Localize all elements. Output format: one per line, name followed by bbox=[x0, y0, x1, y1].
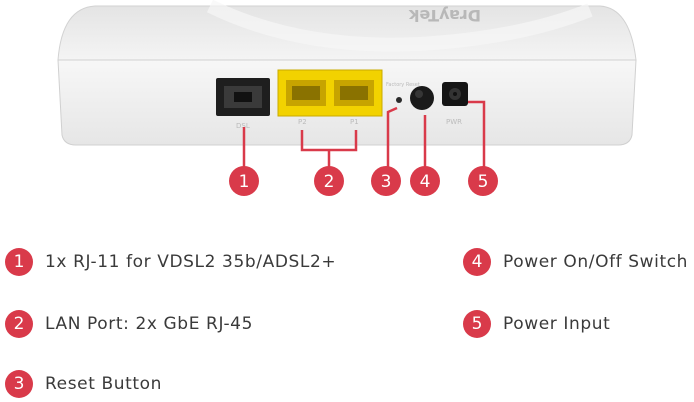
router-rear-panel-illustration: DrayTek DSL P2 P1 Factory Reset PWR bbox=[57, 0, 637, 196]
reset-pinhole bbox=[396, 97, 402, 103]
router-top-highlight bbox=[206, 0, 593, 52]
legend-badge-4: 4 bbox=[463, 248, 491, 276]
callout-number-5: 5 bbox=[478, 172, 489, 192]
legend-item-1: 1 1x RJ-11 for VDSL2 35b/ADSL2+ bbox=[5, 246, 336, 278]
legend-item-3: 3 Reset Button bbox=[5, 368, 162, 400]
legend-badge-5: 5 bbox=[463, 310, 491, 338]
router-top-shell bbox=[57, 5, 637, 61]
callout-number-3: 3 bbox=[381, 172, 392, 192]
callout-badge-1 bbox=[229, 166, 259, 196]
legend-item-2: 2 LAN Port: 2x GbE RJ-45 bbox=[5, 308, 253, 340]
legend-badge-1: 1 bbox=[5, 248, 33, 276]
callout-number-1: 1 bbox=[239, 172, 250, 192]
legend-item-5: 5 Power Input bbox=[463, 308, 610, 340]
legend-item-4: 4 Power On/Off Switch bbox=[463, 246, 688, 278]
brand-logo: DrayTek bbox=[408, 6, 481, 25]
callout-badges bbox=[229, 166, 498, 196]
callout-badge-2 bbox=[314, 166, 344, 196]
power-switch bbox=[410, 86, 434, 110]
callout-number-2: 2 bbox=[324, 172, 335, 192]
legend-text-1: 1x RJ-11 for VDSL2 35b/ADSL2+ bbox=[45, 252, 337, 272]
callout-leaders bbox=[242, 100, 486, 168]
factory-reset-label: Factory Reset bbox=[386, 82, 420, 88]
lan-p2-label: P2 bbox=[298, 118, 307, 126]
legend-badge-2: 2 bbox=[5, 310, 33, 338]
legend-text-5: Power Input bbox=[503, 314, 611, 334]
power-label: PWR bbox=[446, 118, 462, 126]
lan-p1-label: P1 bbox=[350, 118, 359, 126]
callout-number-4: 4 bbox=[420, 172, 431, 192]
leader-2 bbox=[300, 130, 358, 168]
leader-3 bbox=[386, 106, 398, 168]
callout-badge-3 bbox=[371, 166, 401, 196]
callout-badge-5 bbox=[468, 166, 498, 196]
legend-text-2: LAN Port: 2x GbE RJ-45 bbox=[45, 314, 254, 334]
leader-5 bbox=[468, 100, 486, 168]
legend-badge-3: 3 bbox=[5, 370, 33, 398]
dsl-label: DSL bbox=[236, 122, 250, 130]
legend-text-3: Reset Button bbox=[45, 374, 163, 394]
legend-text-4: Power On/Off Switch bbox=[503, 252, 689, 272]
callout-badge-4 bbox=[410, 166, 440, 196]
